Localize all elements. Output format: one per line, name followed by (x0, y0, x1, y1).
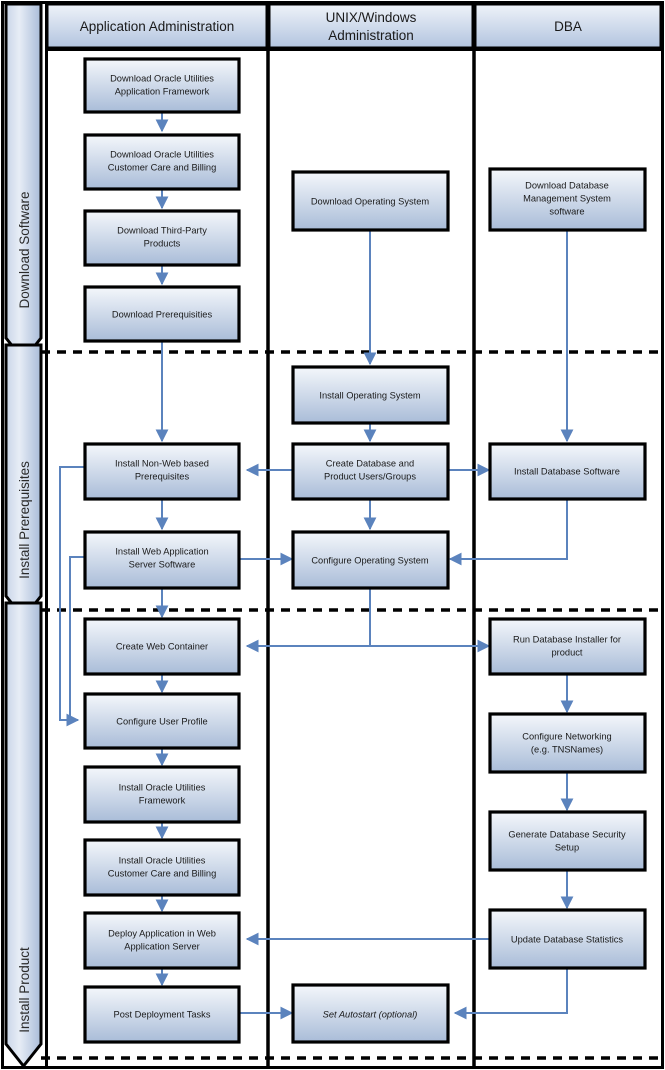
process-box-n2-line2: Customer Care and Billing (108, 162, 217, 172)
lane-headers: Application Administration UNIX/Windows … (45, 2, 663, 50)
process-box-n12-line1: Configure Operating System (311, 555, 429, 565)
process-box-n6-line3: software (549, 206, 584, 216)
process-box-n22-line1: Post Deployment Tasks (114, 1009, 211, 1019)
process-box-n22[interactable]: Post Deployment Tasks (83, 985, 241, 1044)
process-box-n8-line2: Prerequisites (135, 471, 190, 481)
process-box-n10[interactable]: Install Database Software (488, 442, 647, 501)
phase-separators (41, 350, 663, 1060)
process-box-n2-line1: Download Oracle Utilities (110, 149, 214, 159)
process-box-n15-line1: Configure User Profile (116, 716, 207, 726)
edge-n11-n15 (69, 556, 85, 721)
process-box-n20-line1: Deploy Application in Web (108, 928, 216, 938)
process-box-n19[interactable]: Install Oracle Utilities Customer Care a… (83, 838, 241, 897)
process-box-n6-line2: Management System (523, 193, 611, 203)
process-box-n16-line2: (e.g. TNSNames) (531, 744, 603, 754)
process-box-n10-line1: Install Database Software (514, 466, 620, 476)
lane-header-unix-windows-administration (267, 2, 475, 50)
process-box-n6-line1: Download Database (525, 180, 609, 190)
process-box-n11-line2: Server Software (129, 559, 196, 569)
process-box-n18-line2: Setup (555, 842, 579, 852)
process-box-n12[interactable]: Configure Operating System (291, 530, 450, 590)
process-box-n4-line1: Download Prerequisities (112, 309, 213, 319)
lane-header-label-unix-line1: UNIX/Windows (326, 10, 417, 25)
edge-n10-n12 (448, 499, 568, 566)
lane-header-dba (473, 2, 663, 50)
process-box-n8-line1: Install Non-Web based (115, 458, 209, 468)
process-box-n18-line1: Generate Database Security (508, 829, 626, 839)
phase-banner: Download Software Install Prerequisites … (4, 2, 43, 1069)
process-box-n23[interactable]: Set Autostart (optional) (291, 983, 450, 1044)
process-box-n4[interactable]: Download Prerequisities (83, 285, 241, 343)
process-box-n11[interactable]: Install Web Application Server Software (83, 530, 241, 590)
process-box-n1-line2: Application Framework (115, 86, 210, 96)
phase-label-download-software: Download Software (17, 191, 32, 308)
process-box-n21[interactable]: Update Database Statistics (488, 908, 647, 970)
process-box-n17-line1: Install Oracle Utilities (119, 782, 206, 792)
process-box-n7-line1: Install Operating System (319, 390, 421, 400)
process-box-n19-line2: Customer Care and Billing (108, 868, 217, 878)
lane-header-label-dba: DBA (554, 19, 582, 34)
process-box-n17-line2: Framework (139, 795, 186, 805)
process-box-n11-line1: Install Web Application (115, 546, 208, 556)
connectors (59, 112, 574, 1020)
phase-label-install-product: Install Product (17, 947, 32, 1033)
process-box-n3-line1: Download Third-Party (117, 225, 207, 235)
edge-n8-n15 (59, 466, 85, 727)
process-box-n16[interactable]: Configure Networking (e.g. TNSNames) (488, 712, 647, 774)
process-box-n19-line1: Install Oracle Utilities (119, 855, 206, 865)
process-box-n18[interactable]: Generate Database Security Setup (488, 810, 647, 872)
process-box-n8[interactable]: Install Non-Web based Prerequisites (83, 442, 241, 501)
phase-banner-install-product (4, 601, 43, 1069)
process-box-n5-line1: Download Operating System (311, 196, 430, 206)
process-box-n15[interactable]: Configure User Profile (83, 692, 241, 750)
process-box-n6[interactable]: Download Database Management System soft… (488, 167, 647, 232)
edge-n21-n23 (453, 968, 568, 1020)
process-box-n5[interactable]: Download Operating System (291, 170, 450, 232)
process-box-n20[interactable]: Deploy Application in Web Application Se… (83, 911, 241, 970)
process-box-n14-line1: Run Database Installer for (513, 634, 621, 644)
process-box-n13[interactable]: Create Web Container (83, 617, 241, 676)
lane-header-label-unix-line2: Administration (328, 28, 414, 43)
process-box-n20-line2: Application Server (124, 941, 199, 951)
process-box-n7[interactable]: Install Operating System (291, 365, 450, 425)
process-box-n21-line1: Update Database Statistics (511, 934, 623, 944)
process-box-n1[interactable]: Download Oracle Utilities Application Fr… (83, 57, 241, 114)
phase-label-install-prerequisites: Install Prerequisites (17, 461, 32, 579)
process-box-n3-line2: Products (144, 238, 181, 248)
process-box-n16-line1: Configure Networking (522, 731, 611, 741)
process-box-n9[interactable]: Create Database and Product Users/Groups (291, 442, 450, 501)
process-box-n13-line1: Create Web Container (116, 641, 208, 651)
process-box-n9-line1: Create Database and (326, 458, 414, 468)
process-box-n17[interactable]: Install Oracle Utilities Framework (83, 765, 241, 824)
process-box-n2[interactable]: Download Oracle Utilities Customer Care … (83, 133, 241, 191)
process-box-n9-line2: Product Users/Groups (324, 471, 416, 481)
process-box-n3[interactable]: Download Third-Party Products (83, 209, 241, 267)
lane-header-label-app: Application Administration (80, 19, 235, 34)
process-box-n23-line1: Set Autostart (optional) (323, 1009, 418, 1019)
process-box-n14-line2: product (551, 647, 582, 657)
process-box-n1-line1: Download Oracle Utilities (110, 73, 214, 83)
process-box-n14[interactable]: Run Database Installer for product (488, 617, 647, 676)
